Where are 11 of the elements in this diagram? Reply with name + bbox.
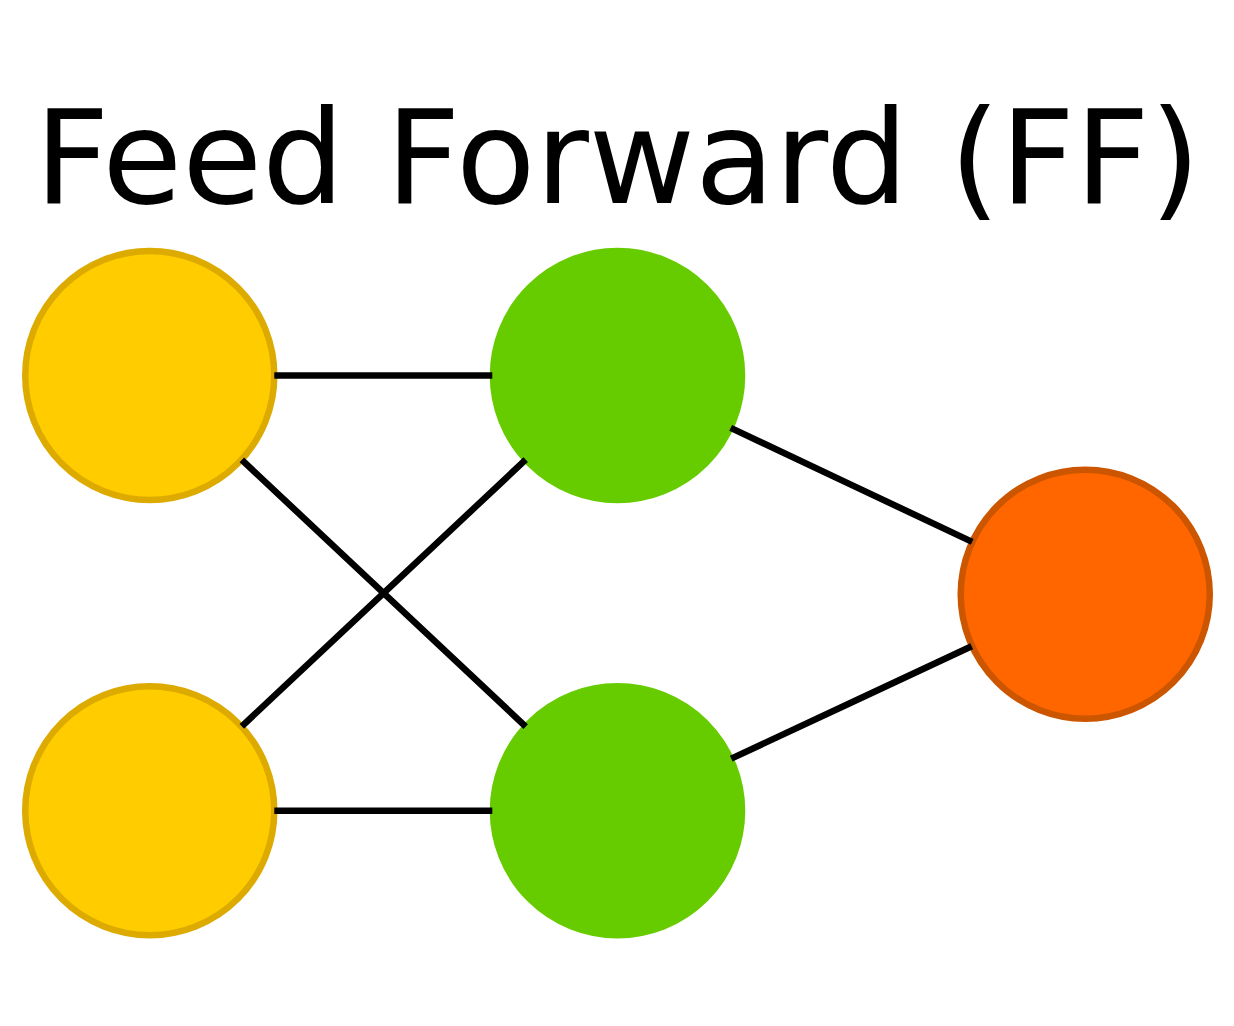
node-circle bbox=[21, 683, 277, 939]
node-circle bbox=[21, 247, 277, 504]
node-circle bbox=[489, 683, 745, 939]
connector bbox=[273, 372, 492, 379]
node-circle bbox=[957, 466, 1213, 722]
diagram-title: Feed Forward (FF) bbox=[34, 82, 1200, 235]
connector bbox=[729, 643, 973, 762]
connector bbox=[273, 807, 492, 814]
connector bbox=[728, 424, 974, 545]
node-circle bbox=[489, 247, 745, 504]
connector bbox=[239, 457, 528, 729]
